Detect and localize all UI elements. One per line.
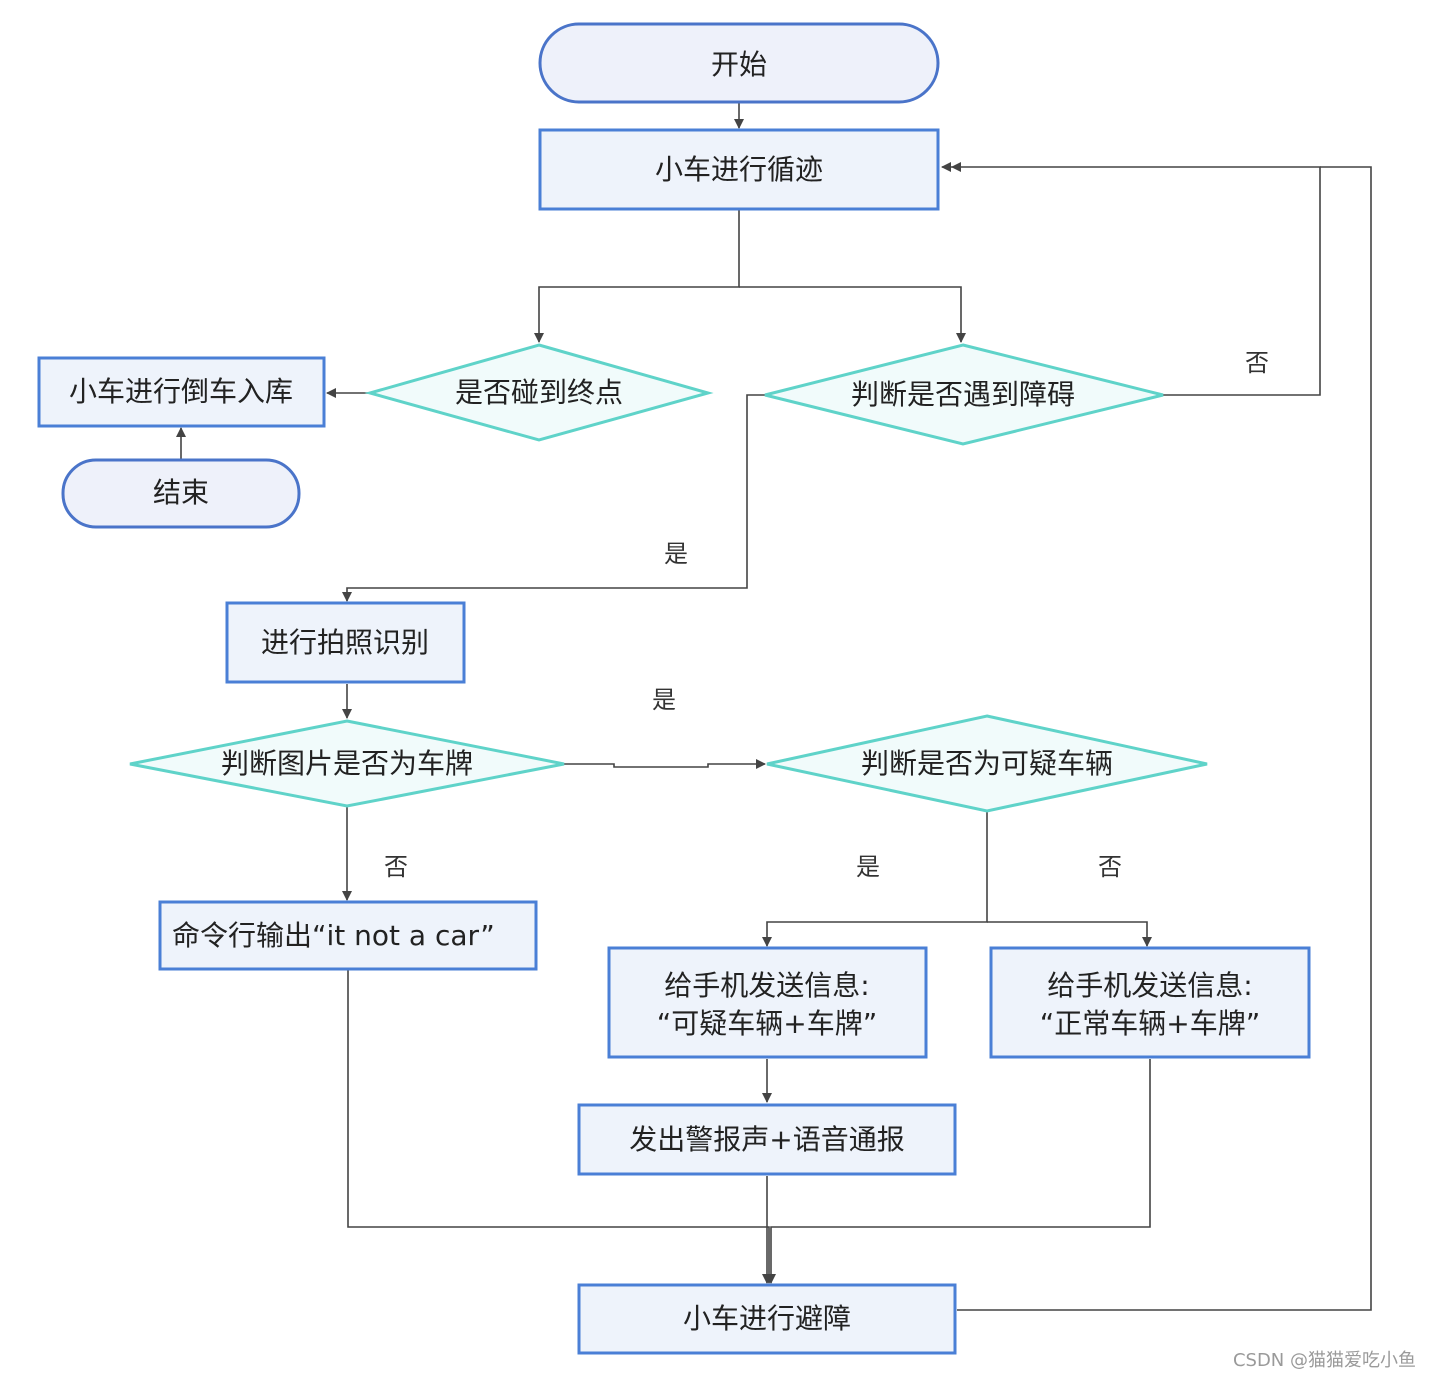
plate-check-node: 判断图片是否为车牌	[129, 719, 565, 808]
end-node: 结束	[61, 458, 301, 529]
photo-recognition-label: 进行拍照识别	[261, 626, 429, 659]
alarm-box	[577, 1103, 957, 1176]
reach-end-label: 是否碰到终点	[455, 376, 623, 409]
send-suspicious-node: 给手机发送信息: “可疑车辆+车牌”	[607, 946, 928, 1059]
reverse-park-node: 小车进行倒车入库	[37, 356, 326, 428]
suspicious-check-diamond	[766, 714, 1208, 813]
plate-check-label: 判断图片是否为车牌	[221, 747, 473, 780]
start-label: 开始	[711, 48, 767, 81]
cmd-output-box	[158, 900, 538, 971]
obstacle-check-node: 判断是否遇到障碍	[764, 343, 1164, 446]
suspicious-check-label: 判断是否为可疑车辆	[861, 747, 1113, 780]
line-follow-node: 小车进行循迹	[538, 128, 940, 211]
edge-avoid-loop-back	[957, 166, 1372, 1311]
avoid-label: 小车进行避障	[683, 1302, 851, 1335]
edge-plate-yes	[564, 759, 766, 769]
end-label: 结束	[153, 476, 209, 509]
photo-recognition-box	[225, 601, 466, 684]
edge-normal-to-avoid	[766, 1059, 1151, 1284]
start-terminal	[538, 22, 940, 104]
obstacle-check-diamond	[764, 343, 1164, 446]
send-normal-box	[989, 946, 1311, 1059]
alarm-label: 发出警报声+语音通报	[629, 1123, 904, 1156]
edge-suspicious-yes	[762, 811, 988, 947]
cmd-output-label: 命令行输出“it not a car”	[172, 919, 495, 952]
edge-label-plate-yes: 是	[652, 686, 676, 714]
edge-label-plate-no: 否	[384, 853, 408, 881]
edge-follow-to-obstacle-check	[739, 286, 966, 343]
reach-end-node: 是否碰到终点	[364, 343, 714, 442]
send-suspicious-label-line2: “可疑车辆+车牌”	[657, 1007, 877, 1040]
start-node: 开始	[538, 22, 940, 104]
line-follow-label: 小车进行循迹	[655, 153, 823, 186]
send-suspicious-label-line1: 给手机发送信息:	[664, 969, 869, 1002]
edge-cmd-to-avoid	[347, 970, 774, 1284]
send-suspicious-box	[607, 946, 928, 1059]
edge-label-obstacle-no: 否	[1245, 349, 1269, 377]
suspicious-check-node: 判断是否为可疑车辆	[766, 714, 1208, 813]
edge-labels: 否 是 是 否 是 否	[384, 349, 1269, 881]
edge-label-suspicious-yes: 是	[856, 853, 880, 881]
end-terminal	[61, 458, 301, 529]
photo-recognition-node: 进行拍照识别	[225, 601, 466, 684]
reach-end-diamond	[364, 343, 714, 442]
edge-label-obstacle-yes: 是	[664, 540, 688, 568]
connectors	[176, 103, 1372, 1311]
avoid-node: 小车进行避障	[577, 1283, 957, 1355]
avoid-box	[577, 1283, 957, 1355]
alarm-node: 发出警报声+语音通报	[577, 1103, 957, 1176]
edge-obstacle-yes	[342, 394, 765, 602]
send-normal-label-line1: 给手机发送信息:	[1047, 969, 1252, 1002]
line-follow-box	[538, 128, 940, 211]
edge-label-suspicious-no: 否	[1098, 853, 1122, 881]
send-normal-node: 给手机发送信息: “正常车辆+车牌”	[989, 946, 1311, 1059]
edge-suspicious-no	[987, 921, 1152, 947]
edge-obstacle-no-loop	[941, 162, 1321, 396]
watermark: CSDN @猫猫爱吃小鱼	[1232, 1350, 1416, 1371]
plate-check-diamond	[129, 719, 565, 808]
reverse-park-box	[37, 356, 326, 428]
cmd-output-node: 命令行输出“it not a car”	[158, 900, 538, 971]
reverse-park-label: 小车进行倒车入库	[69, 375, 293, 408]
edge-follow-to-end-check	[534, 210, 740, 343]
send-normal-label-line2: “正常车辆+车牌”	[1040, 1007, 1260, 1040]
obstacle-check-label: 判断是否遇到障碍	[851, 378, 1075, 411]
